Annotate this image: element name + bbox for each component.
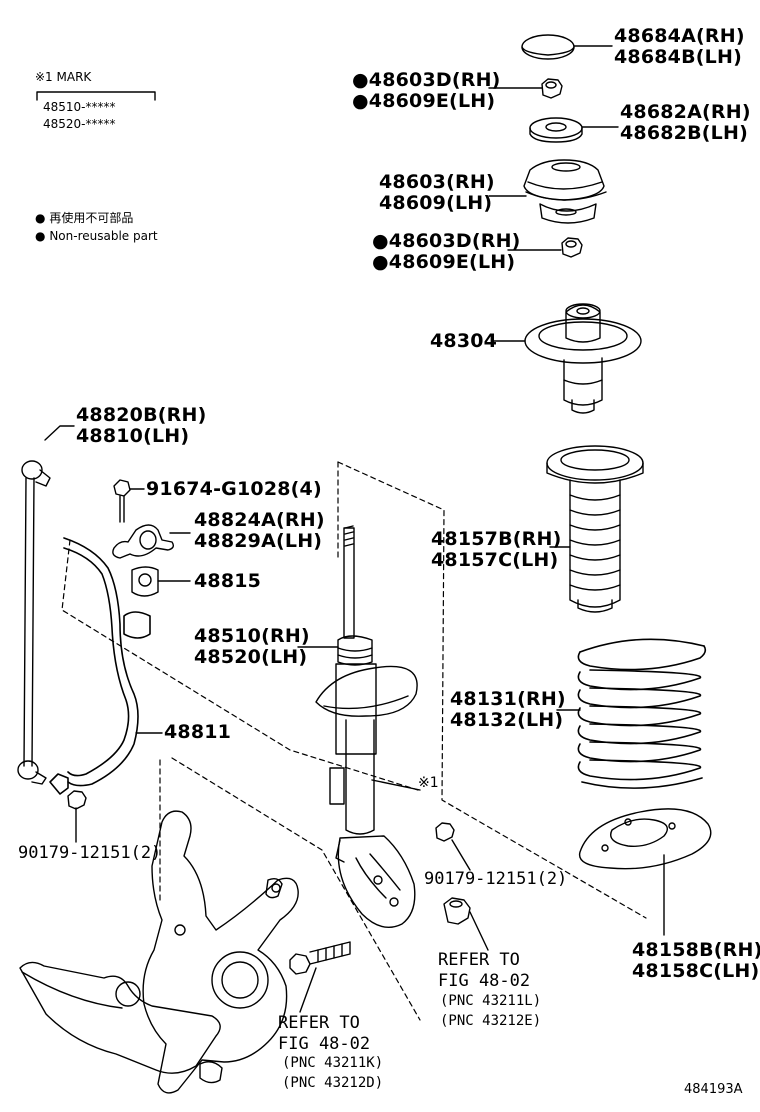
part-48603d-top-nut [541,78,563,99]
dot-bullet-icon: ● [35,229,46,243]
part-90179-nut-left [67,790,87,810]
mark-item-48510: 48510-***** [43,100,116,114]
callout-48824: 48824A(RH) 48829A(LH) [194,509,325,552]
callout-48815: 48815 [194,570,262,592]
callout-48684: 48684A(RH) 48684B(LH) [614,25,745,68]
part-48131-coil-spring [577,638,707,789]
callout-48158: 48158B(RH) 48158C(LH) [632,939,760,982]
leader-refer-left [299,967,317,1013]
callout-48820: 48820B(RH) 48810(LH) [76,404,207,447]
non-reusable-note-en: ● Non-reusable part [35,229,158,243]
leader-mark1 [371,779,421,791]
callout-mark1: ※1 [418,775,439,791]
callout-48603d-lower: ●48603D(RH) ●48609E(LH) [372,230,521,273]
part-48820-stabilizer-link [17,460,51,785]
refer-pnc-right: (PNC 43211L) (PNC 43212E) [440,993,542,1029]
callout-48603: 48603(RH) 48609(LH) [379,171,495,214]
leader-refer-right [469,911,489,951]
figure-id: 484193A [684,1082,743,1097]
dot-bullet-icon: ● [35,211,46,225]
part-48682-washer [529,117,583,143]
mark-bracket [36,91,156,101]
callout-48510: 48510(RH) 48520(LH) [194,625,310,668]
callout-48811: 48811 [164,721,232,743]
part-91674-bolt [113,479,131,523]
non-reusable-note-jp: ● 再使用不可部品 [35,211,134,225]
part-48304-insulator [524,303,642,414]
part-knuckle-bolt-left [289,941,351,975]
part-48684-cap [521,34,575,60]
callout-48157: 48157B(RH) 48157C(LH) [431,528,562,571]
part-48157-boot [546,445,644,613]
mark-title: ※1 MARK [35,70,92,84]
part-lower-arm [19,961,223,1084]
part-90179-nut-right [435,822,455,842]
callout-90179-left: 90179-12151(2) [18,843,162,863]
assembly-guide-lines [61,461,647,1021]
callout-48304: 48304 [430,330,498,352]
part-48603-strut-mount [523,159,607,224]
refer-note-right: REFER TO FIG 48-02 [438,950,531,991]
part-steering-knuckle [142,810,299,1094]
part-48510-shock-absorber [315,525,418,928]
leader-90179-right [451,839,471,871]
refer-pnc-left: (PNC 43211K) (PNC 43212D) [282,1055,384,1091]
leader-48820 [44,425,75,441]
part-knuckle-nut-right [443,897,471,925]
callout-48682: 48682A(RH) 48682B(LH) [620,101,751,144]
part-48158-insulator [578,808,712,870]
callout-48603d-top: ●48603D(RH) ●48609E(LH) [352,69,501,112]
refer-note-left: REFER TO FIG 48-02 [278,1013,371,1054]
callout-91674: 91674-G1028(4) [146,478,322,500]
callout-90179-right: 90179-12151(2) [424,869,568,889]
part-48824-bracket [112,524,175,559]
mark-item-48520: 48520-***** [43,117,116,131]
part-48815-bushing [131,566,159,597]
callout-48131: 48131(RH) 48132(LH) [450,688,566,731]
part-48603d-lower-nut [561,237,583,258]
part-48811-stabilizer-bar [49,537,151,795]
